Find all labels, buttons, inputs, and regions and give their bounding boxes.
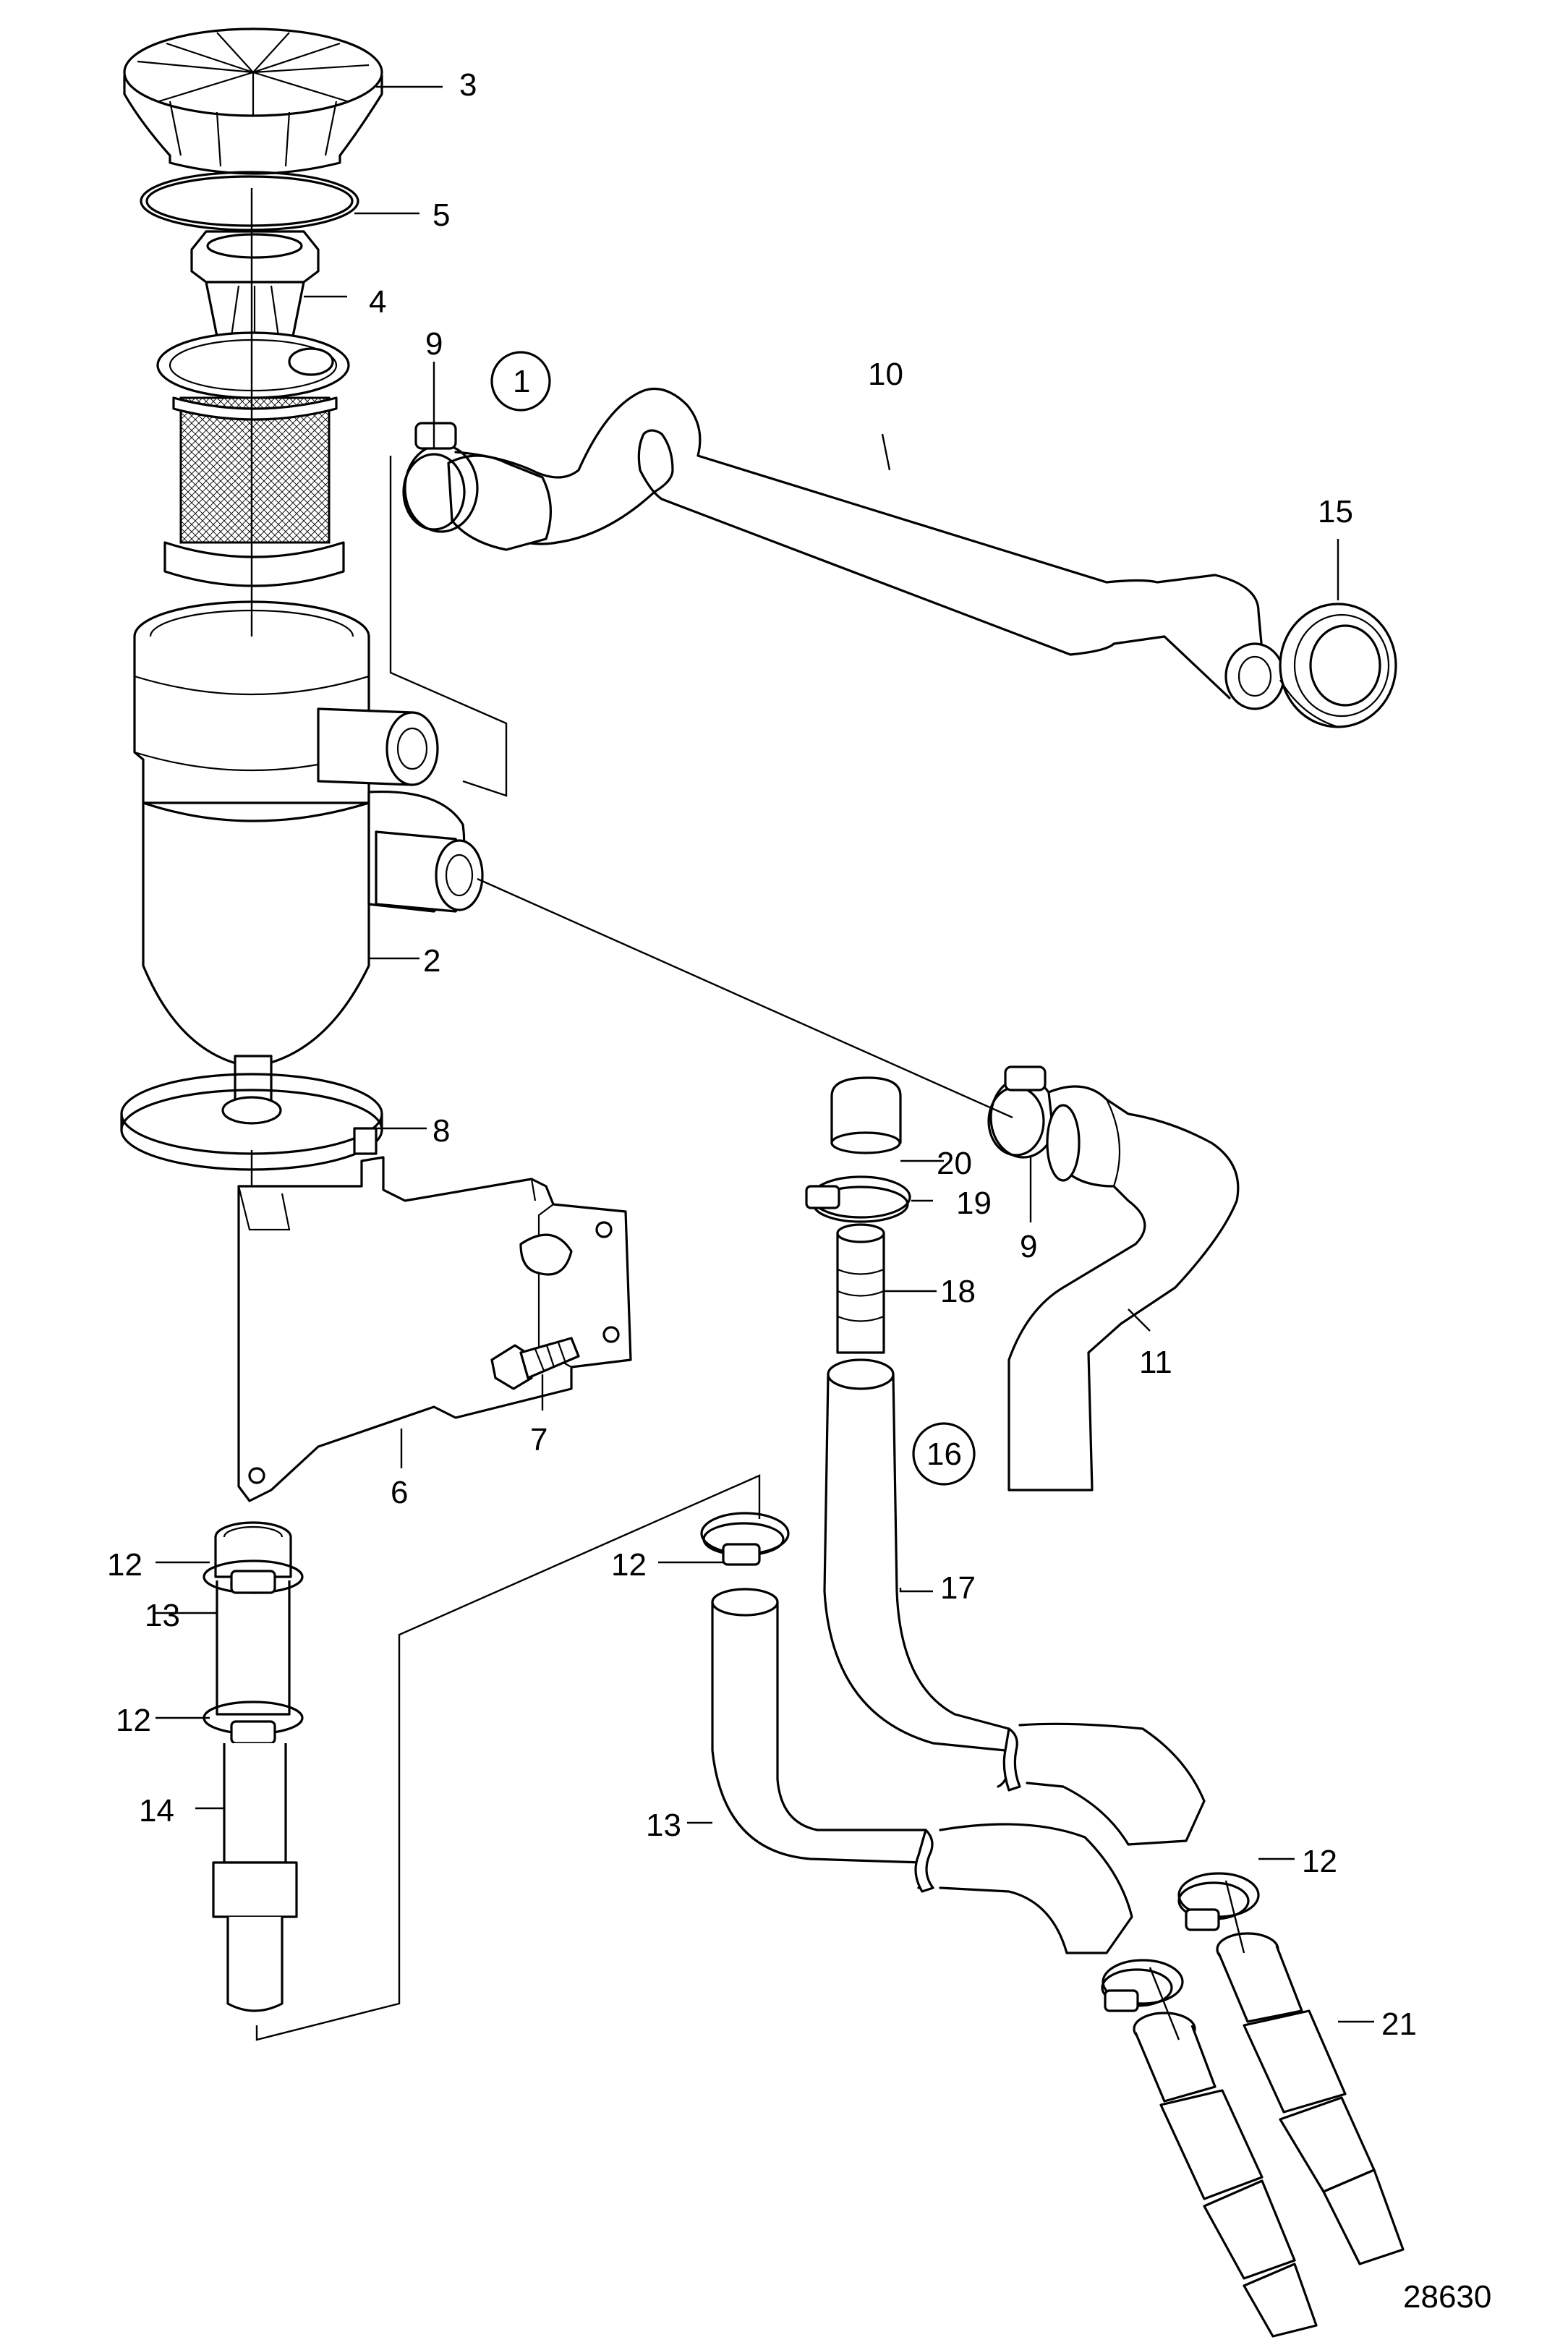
hose-13-left-part bbox=[214, 1521, 292, 1716]
hose-11-part bbox=[987, 1065, 1240, 1491]
callout-label-12-left-upper: 12 bbox=[107, 1547, 142, 1583]
clamp-12-middle bbox=[700, 1512, 790, 1566]
o-ring-part bbox=[140, 171, 359, 231]
callout-circle-16 bbox=[912, 1422, 976, 1486]
fittings-21-part bbox=[1133, 1880, 1405, 2338]
callout-label-8: 8 bbox=[433, 1113, 450, 1149]
clamp-19-part bbox=[805, 1175, 911, 1223]
bracket-part bbox=[237, 1156, 632, 1502]
callout-circle-1 bbox=[490, 351, 551, 412]
hose-13-middle-part bbox=[711, 1588, 1133, 1954]
callout-label-10: 10 bbox=[868, 357, 903, 392]
grommet-part bbox=[1279, 603, 1397, 728]
callout-label-6: 6 bbox=[391, 1475, 408, 1510]
separator-insert-part bbox=[156, 230, 350, 587]
drawing-number: 28630 bbox=[1403, 2279, 1491, 2315]
callout-label-14: 14 bbox=[139, 1793, 174, 1829]
callout-label-5: 5 bbox=[433, 197, 450, 233]
callout-labels: 3 5 4 9 1 10 15 2 8 20 19 9 18 11 7 6 16… bbox=[107, 67, 1491, 2315]
clamp-12-left-lower bbox=[203, 1701, 304, 1745]
pipe-14-part bbox=[212, 1474, 761, 2041]
callout-label-12-left-lower: 12 bbox=[116, 1703, 151, 1738]
callout-label-20: 20 bbox=[937, 1146, 972, 1181]
callout-label-2: 2 bbox=[423, 943, 440, 979]
nipple-18-part bbox=[836, 1223, 885, 1354]
clamp-12-left-upper bbox=[203, 1559, 304, 1594]
callout-label-13-middle: 13 bbox=[646, 1808, 681, 1843]
callout-label-4: 4 bbox=[369, 284, 386, 320]
callout-label-15: 15 bbox=[1318, 494, 1353, 529]
callout-label-19: 19 bbox=[956, 1186, 992, 1221]
separator-housing-part bbox=[133, 600, 484, 1125]
clamp-12-right bbox=[1101, 1872, 1260, 2012]
callout-label-17: 17 bbox=[940, 1570, 976, 1606]
callout-label-1: 1 bbox=[513, 364, 530, 399]
plug-20-part bbox=[830, 1076, 902, 1154]
callout-label-12-middle: 12 bbox=[611, 1547, 647, 1583]
callout-label-16: 16 bbox=[926, 1437, 962, 1472]
callout-label-7: 7 bbox=[530, 1422, 547, 1457]
hose-clamp-upper-part bbox=[402, 422, 479, 533]
hose-10-part bbox=[447, 387, 1285, 710]
leader-lines bbox=[155, 85, 1374, 2023]
callout-label-11: 11 bbox=[1139, 1345, 1172, 1380]
callout-label-12-right: 12 bbox=[1302, 1844, 1337, 1879]
callout-label-18: 18 bbox=[940, 1274, 976, 1309]
callout-label-13-left: 13 bbox=[145, 1598, 180, 1633]
callout-label-9-upper: 9 bbox=[425, 326, 443, 362]
bolt-part bbox=[490, 1337, 580, 1390]
callout-label-9-lower: 9 bbox=[1020, 1229, 1037, 1264]
callout-label-21: 21 bbox=[1381, 2006, 1417, 2042]
callout-label-3: 3 bbox=[459, 67, 477, 103]
hose-17-part bbox=[823, 1358, 1206, 1846]
cap-part bbox=[123, 27, 383, 175]
